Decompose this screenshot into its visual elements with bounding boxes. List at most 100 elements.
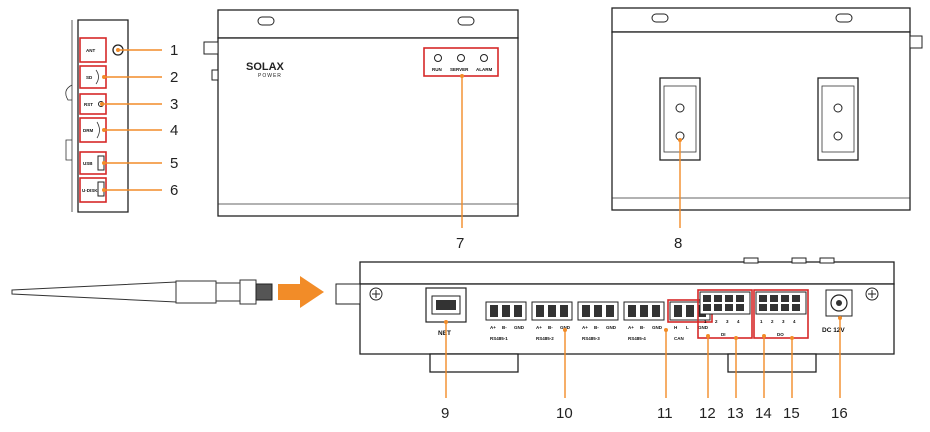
- leader-dot-10: [563, 328, 567, 332]
- front-panel-tab: [791, 257, 807, 264]
- antenna-whip: [11, 281, 177, 303]
- callout-4: 4: [170, 122, 178, 139]
- leader-dot-13: [734, 336, 738, 340]
- pin-label: B-: [548, 325, 553, 330]
- pin-label: A+: [582, 325, 588, 330]
- din-clip-right-inner: [821, 85, 855, 153]
- callout-11: 11: [657, 405, 673, 422]
- terminal-pin: [703, 295, 711, 302]
- callout-2: 2: [170, 69, 178, 86]
- back-view-antenna-stub: [909, 35, 923, 49]
- top-view-antenna-stub: [203, 41, 219, 55]
- leader-dot-5: [102, 161, 106, 165]
- di-label: DI: [721, 332, 726, 337]
- mount-slot-icon: [651, 13, 669, 23]
- leader-dot-6: [102, 188, 106, 192]
- antenna-sma-nut: [255, 283, 273, 301]
- port-label-ant: ANT: [86, 48, 95, 53]
- pin-label: GND: [606, 325, 617, 330]
- terminal-pin: [628, 305, 636, 317]
- screw-icon: [833, 103, 843, 113]
- callout-8: 8: [674, 235, 682, 252]
- terminal-pin: [674, 305, 682, 317]
- terminal-pin: [736, 295, 744, 302]
- rs485-label: RS485-2: [536, 336, 554, 341]
- screw-icon: [833, 131, 843, 141]
- antenna-joint: [239, 279, 257, 305]
- mount-slot-icon: [257, 16, 275, 26]
- terminal-pin: [792, 304, 800, 311]
- rs485-label: RS485-3: [582, 336, 600, 341]
- terminal-pin: [536, 305, 544, 317]
- callout-5: 5: [170, 155, 178, 172]
- pin-label: 2: [771, 319, 774, 324]
- terminal-pin: [560, 305, 568, 317]
- callout-13: 13: [727, 405, 744, 422]
- top-view: SOLAX POWER RUN SERVER ALARM 7: [203, 9, 519, 252]
- terminal-pin: [770, 304, 778, 311]
- brand-logo: SOLAX: [246, 61, 285, 73]
- port-label-sd: SD: [86, 75, 93, 80]
- terminal-pin: [514, 305, 522, 317]
- terminal-pin: [759, 295, 767, 302]
- led-alarm-icon: [480, 54, 488, 62]
- led-server-icon: [457, 54, 465, 62]
- back-view: 8: [611, 7, 923, 252]
- pin-label: GND: [652, 325, 663, 330]
- leader-dot-16: [838, 316, 842, 320]
- pin-label: 4: [793, 319, 796, 324]
- terminal-pin: [640, 305, 648, 317]
- leader-dot-11: [664, 328, 668, 332]
- terminal-pin: [548, 305, 556, 317]
- callout-7: 7: [456, 235, 464, 252]
- terminal-blocks: A+B-GNDRS485-1A+B-GNDRS485-2A+B-GNDRS485…: [485, 289, 809, 341]
- pin-label: B-: [640, 325, 645, 330]
- leader-dot-9: [444, 320, 448, 324]
- terminal-pin: [759, 304, 767, 311]
- port-label-udisk: U-DISK: [82, 188, 98, 193]
- led-label-run: RUN: [432, 67, 442, 72]
- pin-label: 2: [715, 319, 718, 324]
- pin-label: GND: [698, 325, 709, 330]
- front-panel-tab: [743, 257, 759, 264]
- pin-label: B-: [502, 325, 507, 330]
- din-rail-clip-icon: [817, 77, 859, 161]
- can-label: CAN: [674, 336, 684, 341]
- pin-label: 3: [782, 319, 785, 324]
- terminal-pin: [714, 295, 722, 302]
- screw-icon-cross: [868, 290, 876, 298]
- antenna-port-stub: [335, 283, 361, 305]
- led-run-icon: [434, 54, 442, 62]
- leader-dot-14: [762, 334, 766, 338]
- terminal-pin: [792, 295, 800, 302]
- terminal-pin: [725, 295, 733, 302]
- callout-12: 12: [699, 405, 716, 422]
- terminal-pin: [582, 305, 590, 317]
- screw-icon: [675, 103, 685, 113]
- brand-logo-sub: POWER: [258, 73, 282, 79]
- terminal-pin: [736, 304, 744, 311]
- pin-label: H: [674, 325, 677, 330]
- antenna-icon: [11, 279, 273, 305]
- sd-slot-icon: [95, 69, 99, 85]
- pin-label: A+: [490, 325, 496, 330]
- terminal-pin: [781, 304, 789, 311]
- callout-3: 3: [170, 96, 178, 113]
- callout-16: 16: [831, 405, 848, 422]
- leader-dot-4: [102, 128, 106, 132]
- front-panel: NET A+B-GNDRS485-1A+B-GNDRS485-2A+B-GNDR…: [335, 257, 895, 373]
- rs485-label: RS485-4: [628, 336, 646, 341]
- din-clip-right: [817, 77, 859, 161]
- pin-label: 4: [737, 319, 740, 324]
- side-view-clip: [65, 84, 73, 101]
- terminal-pin: [606, 305, 614, 317]
- back-view-body: [611, 31, 911, 211]
- side-view-body: [77, 19, 129, 213]
- port-label-rst: RST: [84, 102, 93, 107]
- terminal-pin: [725, 304, 733, 311]
- leader-dot-1: [116, 48, 120, 52]
- led-label-server: SERVER: [450, 67, 469, 72]
- leader-dot-7: [460, 74, 464, 78]
- callout-14: 14: [755, 405, 772, 422]
- arrow-right-icon: [278, 276, 324, 308]
